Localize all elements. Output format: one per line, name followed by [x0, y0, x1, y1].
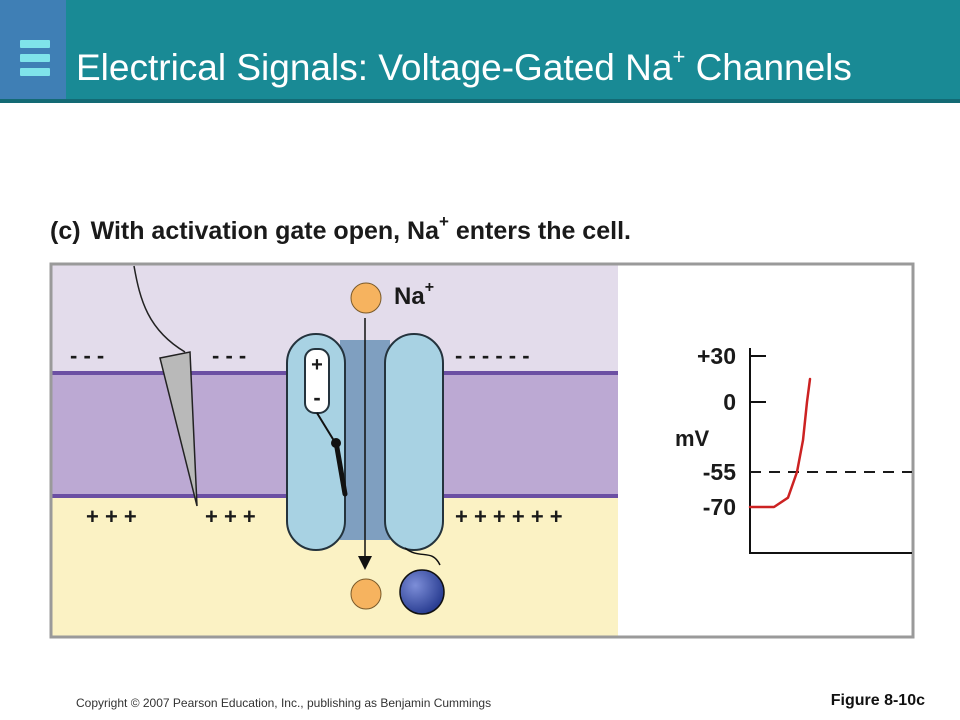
outside-charges-middle: - - -	[212, 343, 246, 368]
membrane-potential-trace	[748, 377, 812, 509]
panel-caption-superscript: +	[439, 212, 449, 231]
header-accent-block	[0, 0, 66, 100]
activation-gate	[333, 439, 348, 497]
menu-icon[interactable]	[20, 40, 50, 80]
panel-caption: (c) With activation gate open, Na+ enters…	[50, 213, 631, 246]
gate-linker	[316, 412, 337, 445]
header-divider	[0, 99, 960, 103]
voltage-sensor-minus: -	[313, 385, 320, 410]
sodium-label: Na+	[394, 279, 434, 310]
inside-charges-middle: + + +	[205, 504, 256, 529]
recording-electrode	[159, 351, 198, 507]
inactivation-gate-ball	[399, 569, 445, 615]
slide-title-main: Electrical Signals: Voltage-Gated Na	[76, 47, 673, 88]
slide-title-end: Channels	[685, 47, 852, 88]
graph-tick-label: -55	[703, 459, 736, 485]
copyright-notice: Copyright © 2007 Pearson Education, Inc.…	[76, 696, 492, 710]
outside-charges-left: - - -	[70, 343, 104, 368]
inside-charges-right: + + + + + +	[455, 504, 563, 529]
sodium-ion-inside	[350, 578, 382, 610]
inside-charges-left: + + +	[86, 504, 137, 529]
sodium-label-superscript: +	[425, 279, 434, 296]
outside-charges-right: - - - - - -	[455, 343, 530, 368]
panel-caption-main: With activation gate open, Na	[90, 217, 439, 245]
inactivation-gate-tether	[404, 547, 441, 566]
voltage-sensor-plus: +	[311, 354, 323, 376]
panel-label: (c)	[50, 217, 81, 245]
slide-header	[0, 0, 960, 100]
membrane-potential-graph: mV +30 0 -55 -70	[675, 343, 912, 554]
graph-tick-label: 0	[723, 389, 736, 415]
graph-tick-label: +30	[697, 343, 736, 369]
graph-area	[618, 265, 912, 636]
panel-caption-end: enters the cell.	[448, 217, 631, 245]
electrode-wire	[133, 265, 186, 353]
activation-gate-hinge	[331, 438, 341, 448]
graph-y-label: mV	[675, 426, 710, 451]
slide-title-superscript: +	[672, 44, 686, 69]
ion-flow-arrowhead	[358, 556, 372, 570]
panel-frame	[49, 262, 915, 639]
channel-subunit-left	[286, 333, 346, 551]
channel-subunit-right	[384, 333, 444, 551]
slide-title: Electrical Signals: Voltage-Gated Na+ Ch…	[76, 44, 852, 89]
graph-tick-label: -70	[703, 494, 736, 520]
sodium-label-text: Na	[394, 283, 425, 310]
figure-number: Figure 8-10c	[830, 692, 925, 709]
sodium-ion-outside	[350, 282, 382, 314]
